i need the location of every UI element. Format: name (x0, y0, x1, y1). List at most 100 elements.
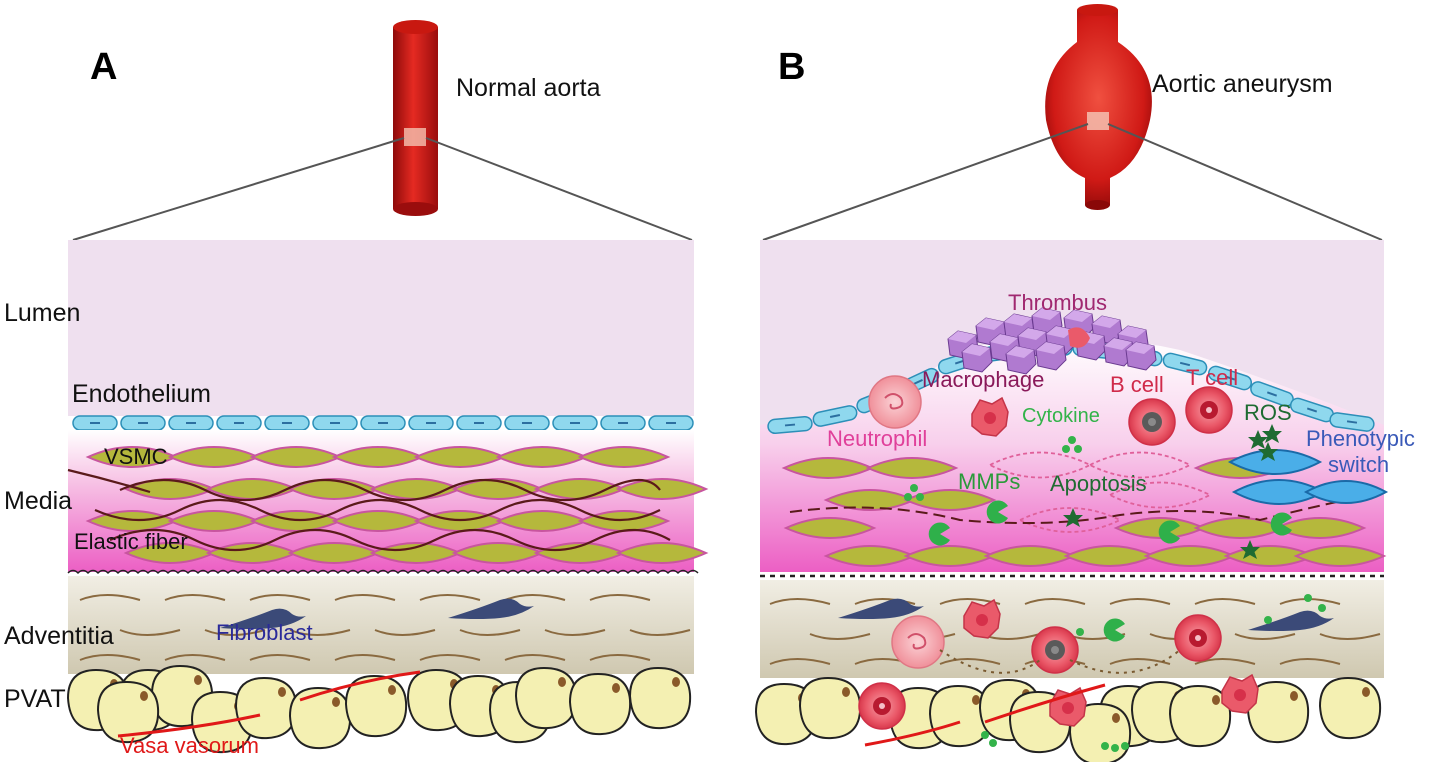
endothelial-cell-icon (72, 415, 118, 431)
endothelial-cell-icon (600, 415, 646, 431)
connective-fiber (1234, 633, 1296, 640)
connective-fiber (249, 654, 311, 661)
panel-b (755, 4, 1389, 766)
endothelial-cell-icon (168, 415, 214, 431)
normal-aorta-title: Normal aorta (456, 74, 601, 102)
connective-fiber (589, 654, 651, 661)
phenotypic-label: Phenotypic (1306, 426, 1415, 451)
connective-fiber (204, 629, 266, 636)
connective-fiber (769, 598, 831, 605)
elastic-fibers (67, 468, 671, 552)
connective-fiber (249, 594, 311, 601)
macrophage-cell-icon (963, 599, 1001, 639)
t-cell-icon (858, 682, 906, 730)
connective-fiber (1194, 598, 1256, 605)
switch-label: switch (1328, 452, 1390, 477)
fat-cell-icon (1319, 677, 1382, 740)
connective-fiber (374, 629, 436, 636)
panel-a-letter: A (90, 46, 118, 88)
macrophage-cell-icon (971, 397, 1009, 437)
thrombus-label: Thrombus (1008, 290, 1108, 315)
fat-cell-icon (515, 667, 578, 730)
fat-cell-icon (629, 667, 692, 730)
apoptosis-label: Apoptosis (1050, 471, 1147, 496)
vasa-vasorum-vessel (984, 683, 1106, 724)
pvat-label: PVAT (4, 685, 66, 713)
endothelial-cell-icon (312, 415, 358, 431)
endothelial-cell-icon (552, 415, 598, 431)
connective-fiber (419, 594, 481, 601)
connective-fiber (504, 594, 566, 601)
t-cell-icon (1185, 386, 1233, 434)
mmps-label: MMPs (958, 469, 1021, 494)
macrophage-label: Macrophage (922, 367, 1045, 392)
fibroblast-label: Fibroblast (216, 620, 313, 645)
connective-fiber (164, 594, 226, 601)
endothelial-cell-icon (504, 415, 550, 431)
macrophage-cell-icon (1221, 674, 1259, 714)
cytokine-label: Cytokine (1022, 405, 1100, 427)
connective-fiber (1194, 658, 1256, 665)
connective-fiber (589, 594, 651, 601)
fat-cell-icon (289, 687, 352, 750)
t-cell-icon (1174, 614, 1222, 662)
adventitia-region-a (68, 576, 694, 674)
vsmc-label: VSMC (104, 444, 168, 469)
normal-aorta-icon (393, 20, 438, 216)
fat-cell-icon (799, 677, 862, 740)
connective-fiber (504, 654, 566, 661)
connective-fiber (289, 629, 351, 636)
ros-label: ROS (1244, 400, 1292, 425)
vasa-vasorum-vessel (117, 713, 261, 738)
endothelial-cell-icon (216, 415, 262, 431)
connective-fiber (79, 654, 141, 661)
endothelial-cell-icon (408, 415, 454, 431)
panel-a (67, 20, 707, 754)
connective-fiber (1024, 598, 1086, 605)
connective-fiber (419, 654, 481, 661)
connective-fiber (544, 629, 606, 636)
connective-fiber (1319, 633, 1381, 640)
lumen-label: Lumen (4, 299, 81, 327)
neutrophil-label: Neutrophil (827, 426, 928, 451)
connective-fiber (79, 594, 141, 601)
connective-fiber (769, 658, 831, 665)
connective-fiber (939, 658, 1001, 665)
phenotypic-switch-cells (1227, 449, 1389, 505)
endothelium-a (72, 415, 694, 431)
vasa-vasorum-label: Vasa vasorum (120, 733, 259, 758)
endothelium-label: Endothelium (72, 380, 211, 408)
connective-fiber (459, 629, 521, 636)
connective-fiber (119, 629, 181, 636)
endothelial-cell-icon (766, 415, 814, 435)
endothelial-cell-icon (264, 415, 310, 431)
fat-cell-icon (569, 673, 632, 736)
lumen-region-a (68, 240, 694, 416)
connective-fiber (1109, 658, 1171, 665)
connective-fiber (334, 594, 396, 601)
panel-b-letter: B (778, 46, 806, 88)
connective-fiber (1279, 658, 1341, 665)
aortic-aneurysm-icon (1045, 4, 1152, 210)
b-cell-label: B cell (1110, 372, 1164, 397)
adventitia-label: Adventitia (4, 622, 114, 650)
connective-fiber (854, 598, 916, 605)
endothelial-cell-icon (120, 415, 166, 431)
endothelial-cell-icon (456, 415, 502, 431)
neutrophil-cell-icon (868, 375, 922, 429)
cytokine-dots-icon (904, 436, 1082, 501)
macrophage-cell-icon (1049, 687, 1087, 727)
connective-fiber (809, 633, 871, 640)
apoptotic-cells (987, 451, 1213, 533)
connective-fiber (164, 654, 226, 661)
vasa-vasorum-vessel (864, 720, 961, 747)
vasa-vasorum-vessel (299, 670, 421, 702)
b-cell-icon (1128, 398, 1176, 446)
platelet-icon (1068, 327, 1090, 348)
endothelial-cell-icon (360, 415, 406, 431)
t-cell-label: T cell (1186, 365, 1239, 390)
endothelial-cell-icon (648, 415, 694, 431)
connective-fiber (334, 654, 396, 661)
